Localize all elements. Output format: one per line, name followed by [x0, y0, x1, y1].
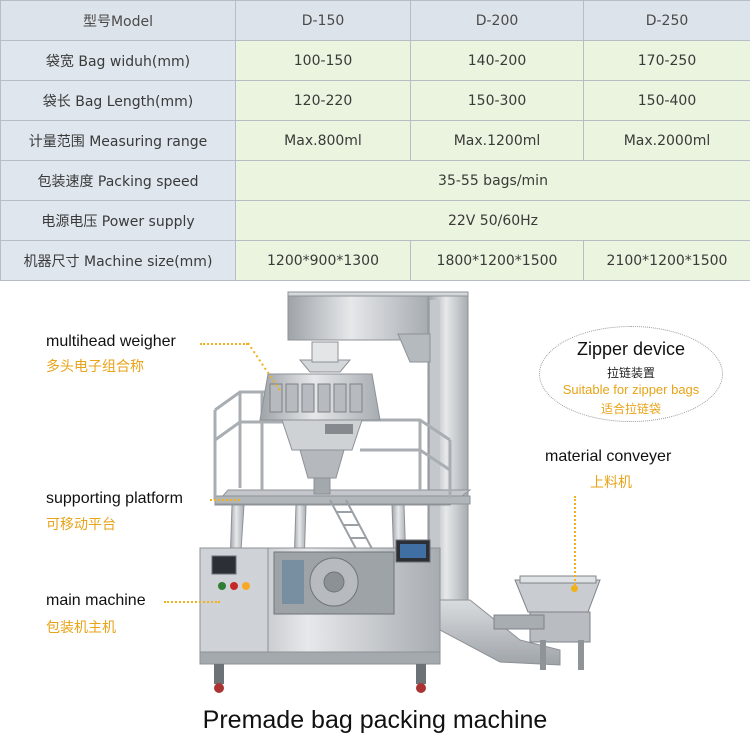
table-cell: 150-400 [583, 80, 750, 121]
header-d200: D-200 [410, 0, 584, 41]
label-supporting-platform: supporting platform [46, 490, 183, 507]
leader-line [164, 601, 220, 603]
feeding-hopper [493, 575, 601, 670]
header-d150: D-150 [235, 0, 411, 41]
row-label: 袋长 Bag Length(mm) [0, 80, 236, 121]
row-label: 电源电压 Power supply [0, 200, 236, 241]
label-zipper-device: Zipper device [576, 339, 686, 359]
table-row: 袋长 Bag Length(mm) 120-220 150-300 150-40… [0, 80, 750, 121]
table-row: 袋宽 Bag widuh(mm) 100-150 140-200 170-250 [0, 40, 750, 81]
header-d250: D-250 [583, 0, 750, 41]
table-row: 包装速度 Packing speed 35-55 bags/min [0, 160, 750, 201]
main-packing-machine [199, 539, 441, 693]
label-zipper-device-cn: 拉链装置 [606, 366, 655, 380]
row-label: 计量范围 Measuring range [0, 120, 236, 161]
multihead-weigher [259, 341, 381, 495]
label-material-conveyer-cn: 上料机 [590, 475, 632, 491]
table-cell-merged: 35-55 bags/min [235, 160, 750, 201]
table-cell: 150-300 [410, 80, 584, 121]
label-zipper-suitable-cn: 适合拉链袋 [600, 402, 661, 416]
table-cell: 1800*1200*1500 [410, 240, 584, 281]
row-label: 包装速度 Packing speed [0, 160, 236, 201]
leader-dot [571, 585, 578, 592]
table-cell: Max.1200ml [410, 120, 584, 161]
table-cell: 100-150 [235, 40, 411, 81]
row-label: 机器尺寸 Machine size(mm) [0, 240, 236, 281]
table-header-row: 型号Model D-150 D-200 D-250 [0, 0, 750, 41]
spec-table: 型号Model D-150 D-200 D-250 袋宽 Bag widuh(m… [0, 0, 750, 281]
label-main-machine: main machine [46, 592, 146, 609]
row-label: 袋宽 Bag widuh(mm) [0, 40, 236, 81]
label-material-conveyer: material conveyer [545, 448, 672, 465]
table-row: 计量范围 Measuring range Max.800ml Max.1200m… [0, 120, 750, 161]
caption: Premade bag packing machine [202, 706, 548, 734]
zipper-device-callout: Zipper device 拉链装置 Suitable for zipper b… [539, 326, 723, 422]
table-cell: 170-250 [583, 40, 750, 81]
label-multihead-weigher: multihead weigher [46, 333, 176, 350]
table-cell: 2100*1200*1500 [583, 240, 750, 281]
table-cell: Max.800ml [235, 120, 411, 161]
table-cell: 140-200 [410, 40, 584, 81]
table-cell: Max.2000ml [583, 120, 750, 161]
header-model: 型号Model [0, 0, 236, 41]
label-multihead-weigher-cn: 多头电子组合称 [46, 359, 144, 375]
table-row: 机器尺寸 Machine size(mm) 1200*900*1300 1800… [0, 240, 750, 281]
label-supporting-platform-cn: 可移动平台 [46, 517, 116, 533]
leader-line [574, 496, 576, 588]
table-row: 电源电压 Power supply 22V 50/60Hz [0, 200, 750, 241]
bucket-elevator [287, 291, 561, 666]
label-main-machine-cn: 包装机主机 [46, 620, 116, 636]
leader-line [200, 343, 248, 345]
packing-machine-illustration [199, 291, 601, 693]
leader-line [210, 499, 240, 501]
leader-line-diagonal [247, 342, 282, 393]
label-zipper-suitable: Suitable for zipper bags [562, 382, 700, 397]
table-cell: 1200*900*1300 [235, 240, 411, 281]
table-cell: 120-220 [235, 80, 411, 121]
table-cell-merged: 22V 50/60Hz [235, 200, 750, 241]
